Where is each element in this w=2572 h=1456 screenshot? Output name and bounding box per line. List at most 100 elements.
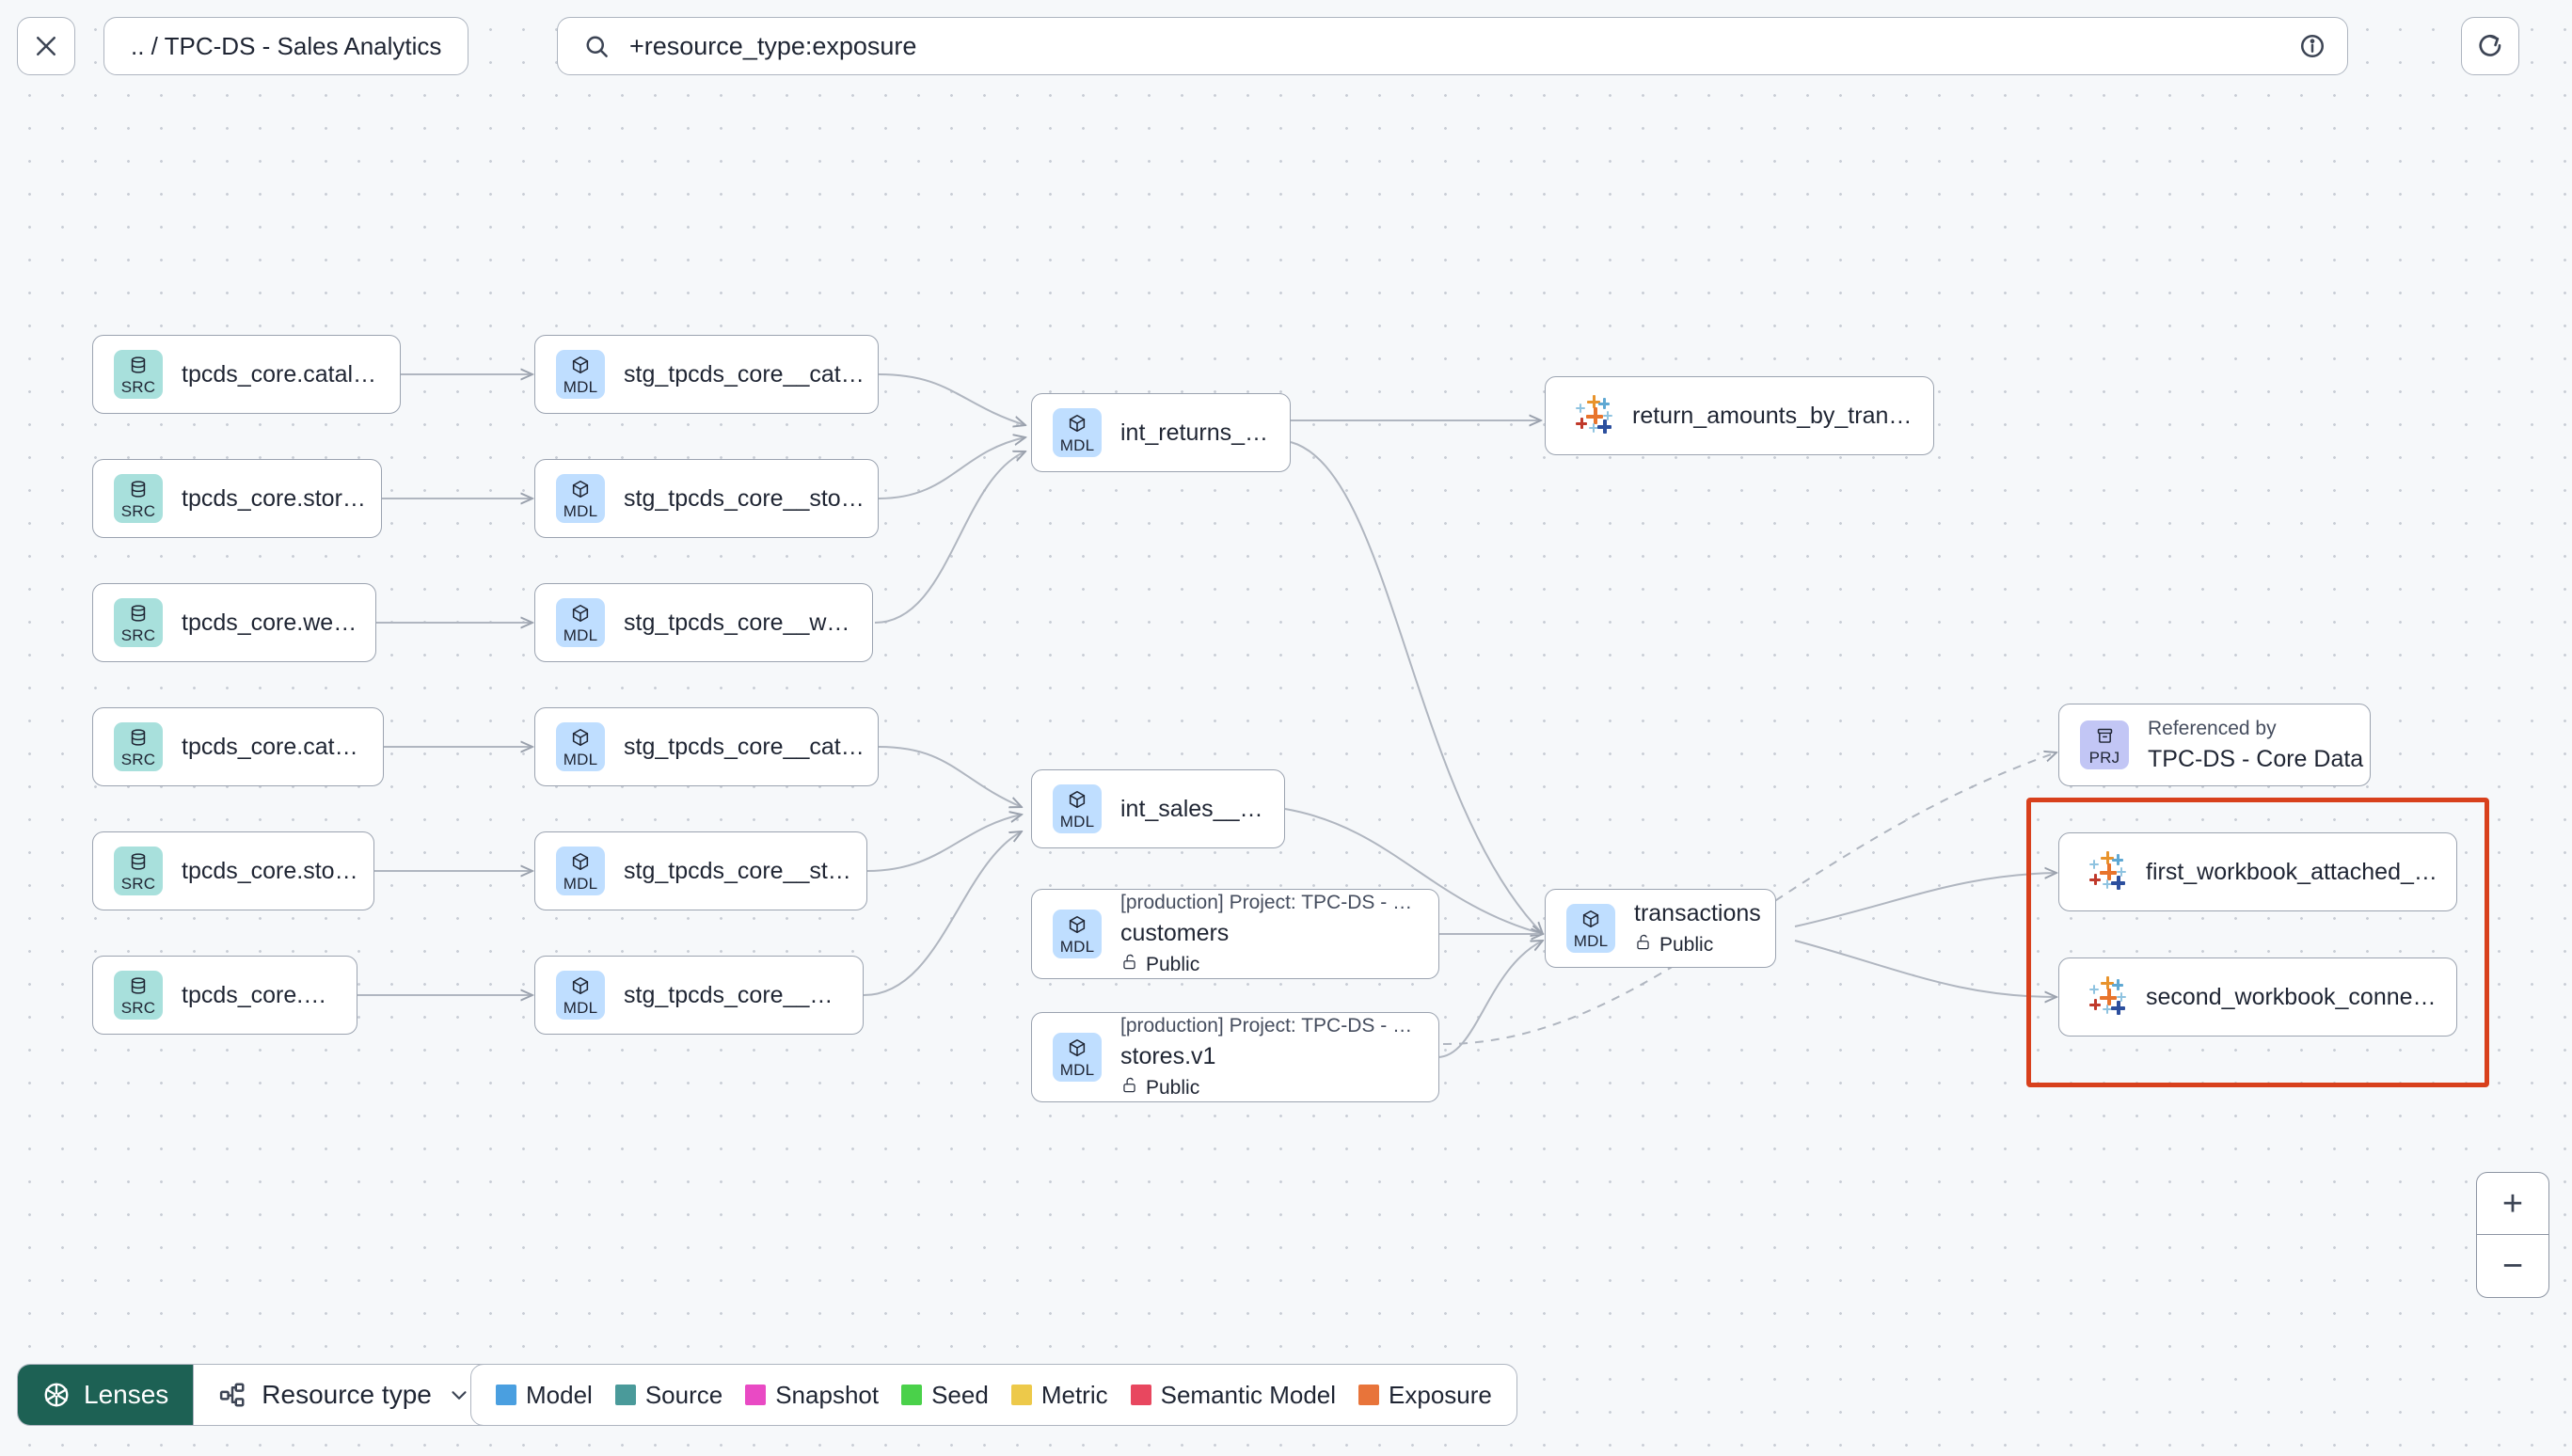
legend-label: Metric <box>1040 1380 1108 1409</box>
legend-item-snapshot: Snapshot <box>745 1381 879 1410</box>
source-badge-text: SRC <box>120 875 156 893</box>
top-toolbar: .. / TPC-DS - Sales Analytics +resource_… <box>0 0 2572 111</box>
source-badge-text: SRC <box>120 626 156 644</box>
node-label: second_workbook_connected_to_live… <box>2146 983 2456 1010</box>
node-detail-stack: [production] Project: TPC-DS - Core Data… <box>1120 1015 1438 1100</box>
legend-swatch <box>901 1385 923 1405</box>
search-icon <box>582 32 611 60</box>
node-source-web-sales[interactable]: SRC tpcds_core.web_sales <box>92 956 357 1035</box>
node-source-web-returns[interactable]: SRC tpcds_core.web_returns <box>92 583 376 662</box>
node-model-transactions[interactable]: MDL transactions Public <box>1545 889 1776 968</box>
cube-icon <box>1067 412 1088 435</box>
node-model-stg-web-sales[interactable]: MDL stg_tpcds_core__web_sales <box>534 956 864 1035</box>
model-badge-text: MDL <box>1059 938 1095 956</box>
node-label: stg_tpcds_core__catalog_returns <box>624 360 878 388</box>
legend-label: Semantic Model <box>1160 1380 1337 1409</box>
node-label: tpcds_core.web_sales <box>182 981 357 1008</box>
model-badge: MDL <box>556 722 605 771</box>
node-exposure-second-workbook[interactable]: second_workbook_connected_to_live… <box>2058 957 2457 1037</box>
lenses-label: Lenses <box>84 1380 169 1409</box>
close-button[interactable] <box>17 17 75 75</box>
search-input[interactable]: +resource_type:exposure <box>557 17 2348 75</box>
legend-swatch <box>1130 1385 1151 1405</box>
legend-item-metric: Metric <box>1010 1380 1108 1410</box>
database-icon <box>128 726 149 749</box>
legend-item-model: Model <box>496 1381 593 1410</box>
node-source-store-returns[interactable]: SRC tpcds_core.store_returns <box>92 459 382 538</box>
legend-item-exposure: Exposure <box>1358 1381 1492 1410</box>
node-model-stg-store-sales[interactable]: MDL stg_tpcds_core__store_sales <box>534 831 867 910</box>
legend-item-source: Source <box>614 1380 723 1410</box>
lenses-control-group: Lenses Resource type <box>17 1364 497 1426</box>
node-visibility: Public <box>1634 933 1761 957</box>
node-model-int-returns-unioned[interactable]: MDL int_returns__unioned <box>1031 393 1291 472</box>
model-badge: MDL <box>556 847 605 895</box>
tableau-icon <box>1574 395 1615 436</box>
node-name: stores.v1 <box>1120 1043 1216 1069</box>
node-source-catalog-returns[interactable]: SRC tpcds_core.catalog_returns <box>92 335 401 414</box>
node-source-store-sales[interactable]: SRC tpcds_core.store_sales <box>92 831 374 910</box>
info-icon[interactable] <box>2298 32 2326 60</box>
node-model-customers[interactable]: MDL [production] Project: TPC-DS - Core … <box>1031 889 1439 979</box>
zoom-controls: + − <box>2476 1172 2549 1298</box>
breadcrumb[interactable]: .. / TPC-DS - Sales Analytics <box>103 17 469 75</box>
model-badge-text: MDL <box>563 626 598 644</box>
database-icon <box>128 354 149 376</box>
node-model-stg-web-returns[interactable]: MDL stg_tpcds_core__web_returns <box>534 583 873 662</box>
model-badge: MDL <box>556 971 605 1020</box>
legend-label: Seed <box>931 1380 989 1409</box>
zoom-in-button[interactable]: + <box>2477 1173 2548 1235</box>
node-model-stg-catalog-sales[interactable]: MDL stg_tpcds_core__catalog_sales <box>534 707 879 786</box>
node-model-stg-store-returns[interactable]: MDL stg_tpcds_core__store_returns <box>534 459 879 538</box>
legend-label: Source <box>644 1380 723 1409</box>
refresh-button[interactable] <box>2461 17 2519 75</box>
bottom-toolbar: Lenses Resource type Model <box>0 1334 2572 1456</box>
node-model-stg-catalog-returns[interactable]: MDL stg_tpcds_core__catalog_returns <box>534 335 879 414</box>
zoom-out-button[interactable]: − <box>2501 1246 2524 1286</box>
resource-type-dropdown[interactable]: Resource type <box>193 1365 496 1425</box>
node-label: int_sales__unioned <box>1120 795 1284 822</box>
cube-icon <box>570 974 591 997</box>
lock-open-icon <box>1120 1076 1138 1100</box>
node-visibility-label: Public <box>1146 1076 1200 1099</box>
node-exposure-return-amounts[interactable]: return_amounts_by_transaction_type <box>1545 376 1934 455</box>
lenses-button[interactable]: Lenses <box>18 1365 194 1425</box>
cube-icon <box>570 850 591 873</box>
legend-swatch <box>496 1385 516 1405</box>
model-badge-text: MDL <box>1059 813 1095 831</box>
model-badge: MDL <box>556 474 605 523</box>
search-query-text: +resource_type:exposure <box>629 31 917 60</box>
database-icon <box>128 974 149 997</box>
node-visibility: Public <box>1120 1076 1425 1100</box>
cube-icon <box>1067 1037 1088 1059</box>
node-project-subtitle: [production] Project: TPC-DS - Core Data… <box>1120 1015 1425 1037</box>
tableau-icon <box>2088 976 2129 1018</box>
node-label: stg_tpcds_core__catalog_sales <box>624 733 878 760</box>
legend-label: Model <box>526 1380 593 1409</box>
exposure-highlight-box <box>2026 798 2489 1087</box>
node-label: tpcds_core.store_sales <box>182 857 373 884</box>
node-project-referenced-by[interactable]: PRJ Referenced by TPC-DS - Core Data Mod… <box>2058 704 2371 786</box>
node-label: tpcds_core.catalog_sales <box>182 733 383 760</box>
node-exposure-first-workbook[interactable]: first_workbook_attached_to_tpc-ds_-_… <box>2058 832 2457 911</box>
node-model-int-sales-unioned[interactable]: MDL int_sales__unioned <box>1031 769 1285 848</box>
node-model-stores-v1[interactable]: MDL [production] Project: TPC-DS - Core … <box>1031 1012 1439 1102</box>
source-badge: SRC <box>114 350 163 399</box>
node-label: tpcds_core.web_returns <box>182 609 375 636</box>
legend-label: Exposure <box>1389 1380 1492 1409</box>
source-badge-text: SRC <box>120 751 156 768</box>
model-badge: MDL <box>1053 1033 1102 1082</box>
node-referenced-by-label: Referenced by <box>2148 717 2277 739</box>
node-label: stg_tpcds_core__web_returns <box>624 609 872 636</box>
legend-swatch <box>614 1385 636 1405</box>
project-badge-text: PRJ <box>2088 749 2120 767</box>
model-badge-text: MDL <box>563 751 598 768</box>
model-badge-text: MDL <box>1059 1061 1095 1079</box>
node-source-catalog-sales[interactable]: SRC tpcds_core.catalog_sales <box>92 707 384 786</box>
cube-icon <box>1067 913 1088 936</box>
legend-swatch <box>1010 1385 1032 1405</box>
database-icon <box>128 850 149 873</box>
model-badge-text: MDL <box>1059 436 1095 454</box>
